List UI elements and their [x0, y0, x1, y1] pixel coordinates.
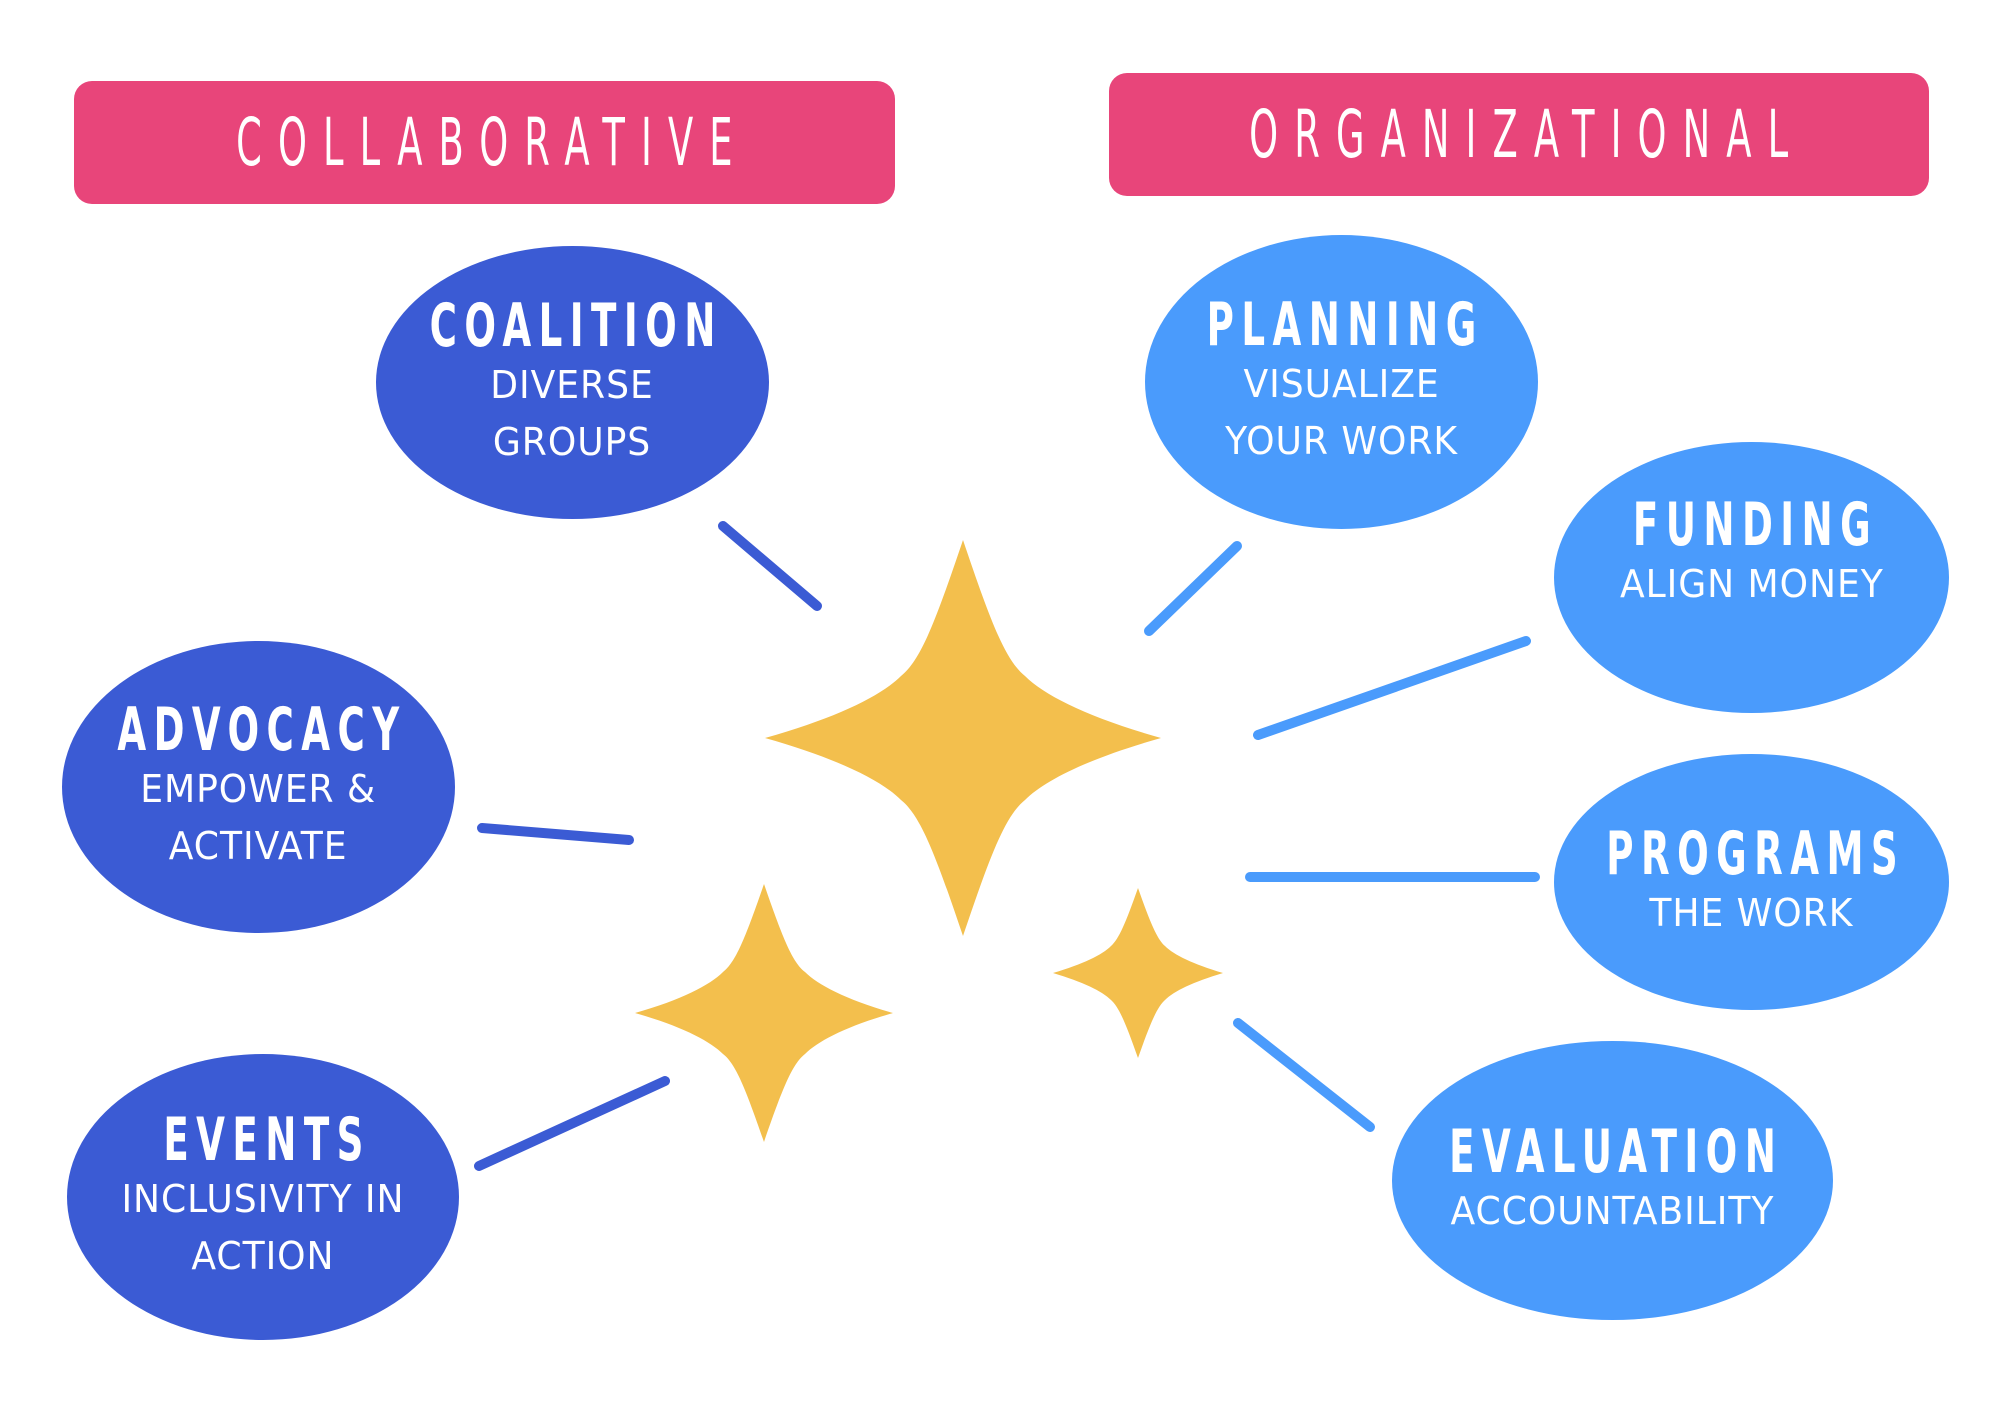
organizational-header: ORGANIZATIONAL	[1109, 73, 1929, 196]
connector-evaluation	[1233, 1018, 1375, 1132]
connector-advocacy	[477, 823, 634, 845]
node-advocacy: ADVOCACY EMPOWER & ACTIVATE	[62, 641, 455, 933]
node-programs: PROGRAMS THE WORK	[1554, 754, 1949, 1010]
node-events: EVENTS INCLUSIVITY IN ACTION	[67, 1054, 459, 1340]
connector-planning	[1144, 541, 1242, 636]
node-advocacy-title: ADVOCACY	[117, 695, 407, 765]
node-coalition-subtitle: DIVERSE GROUPS	[490, 362, 655, 464]
sparkle-medium-icon	[635, 884, 893, 1142]
collaborative-header-label: COLLABORATIVE	[236, 104, 749, 181]
node-planning: PLANNING VISUALIZE YOUR WORK	[1145, 235, 1538, 529]
connector-coalition	[718, 521, 822, 611]
node-coalition-title: COALITION	[429, 290, 723, 361]
node-evaluation-subtitle: ACCOUNTABILITY	[1450, 1189, 1775, 1233]
node-funding: FUNDING ALIGN MONEY	[1554, 442, 1949, 713]
sparkle-small-icon	[1053, 888, 1223, 1058]
node-programs-subtitle: THE WORK	[1649, 890, 1854, 935]
node-events-subtitle: INCLUSIVITY IN ACTION	[121, 1177, 405, 1278]
node-funding-title: FUNDING	[1632, 490, 1878, 560]
node-planning-subtitle: VISUALIZE YOUR WORK	[1225, 362, 1458, 463]
node-evaluation-title: EVALUATION	[1449, 1117, 1784, 1187]
node-planning-title: PLANNING	[1206, 290, 1484, 360]
node-coalition: COALITION DIVERSE GROUPS	[376, 246, 769, 519]
organizational-header-label: ORGANIZATIONAL	[1249, 96, 1805, 173]
node-funding-subtitle: ALIGN MONEY	[1619, 562, 1884, 606]
sparkle-large-icon	[765, 540, 1161, 936]
connector-funding	[1253, 636, 1531, 740]
node-events-title: EVENTS	[162, 1105, 371, 1175]
node-programs-title: PROGRAMS	[1605, 818, 1905, 889]
collaborative-header: COLLABORATIVE	[74, 81, 895, 204]
node-evaluation: EVALUATION ACCOUNTABILITY	[1392, 1041, 1833, 1320]
node-advocacy-subtitle: EMPOWER & ACTIVATE	[140, 767, 377, 868]
connector-events	[474, 1076, 670, 1171]
